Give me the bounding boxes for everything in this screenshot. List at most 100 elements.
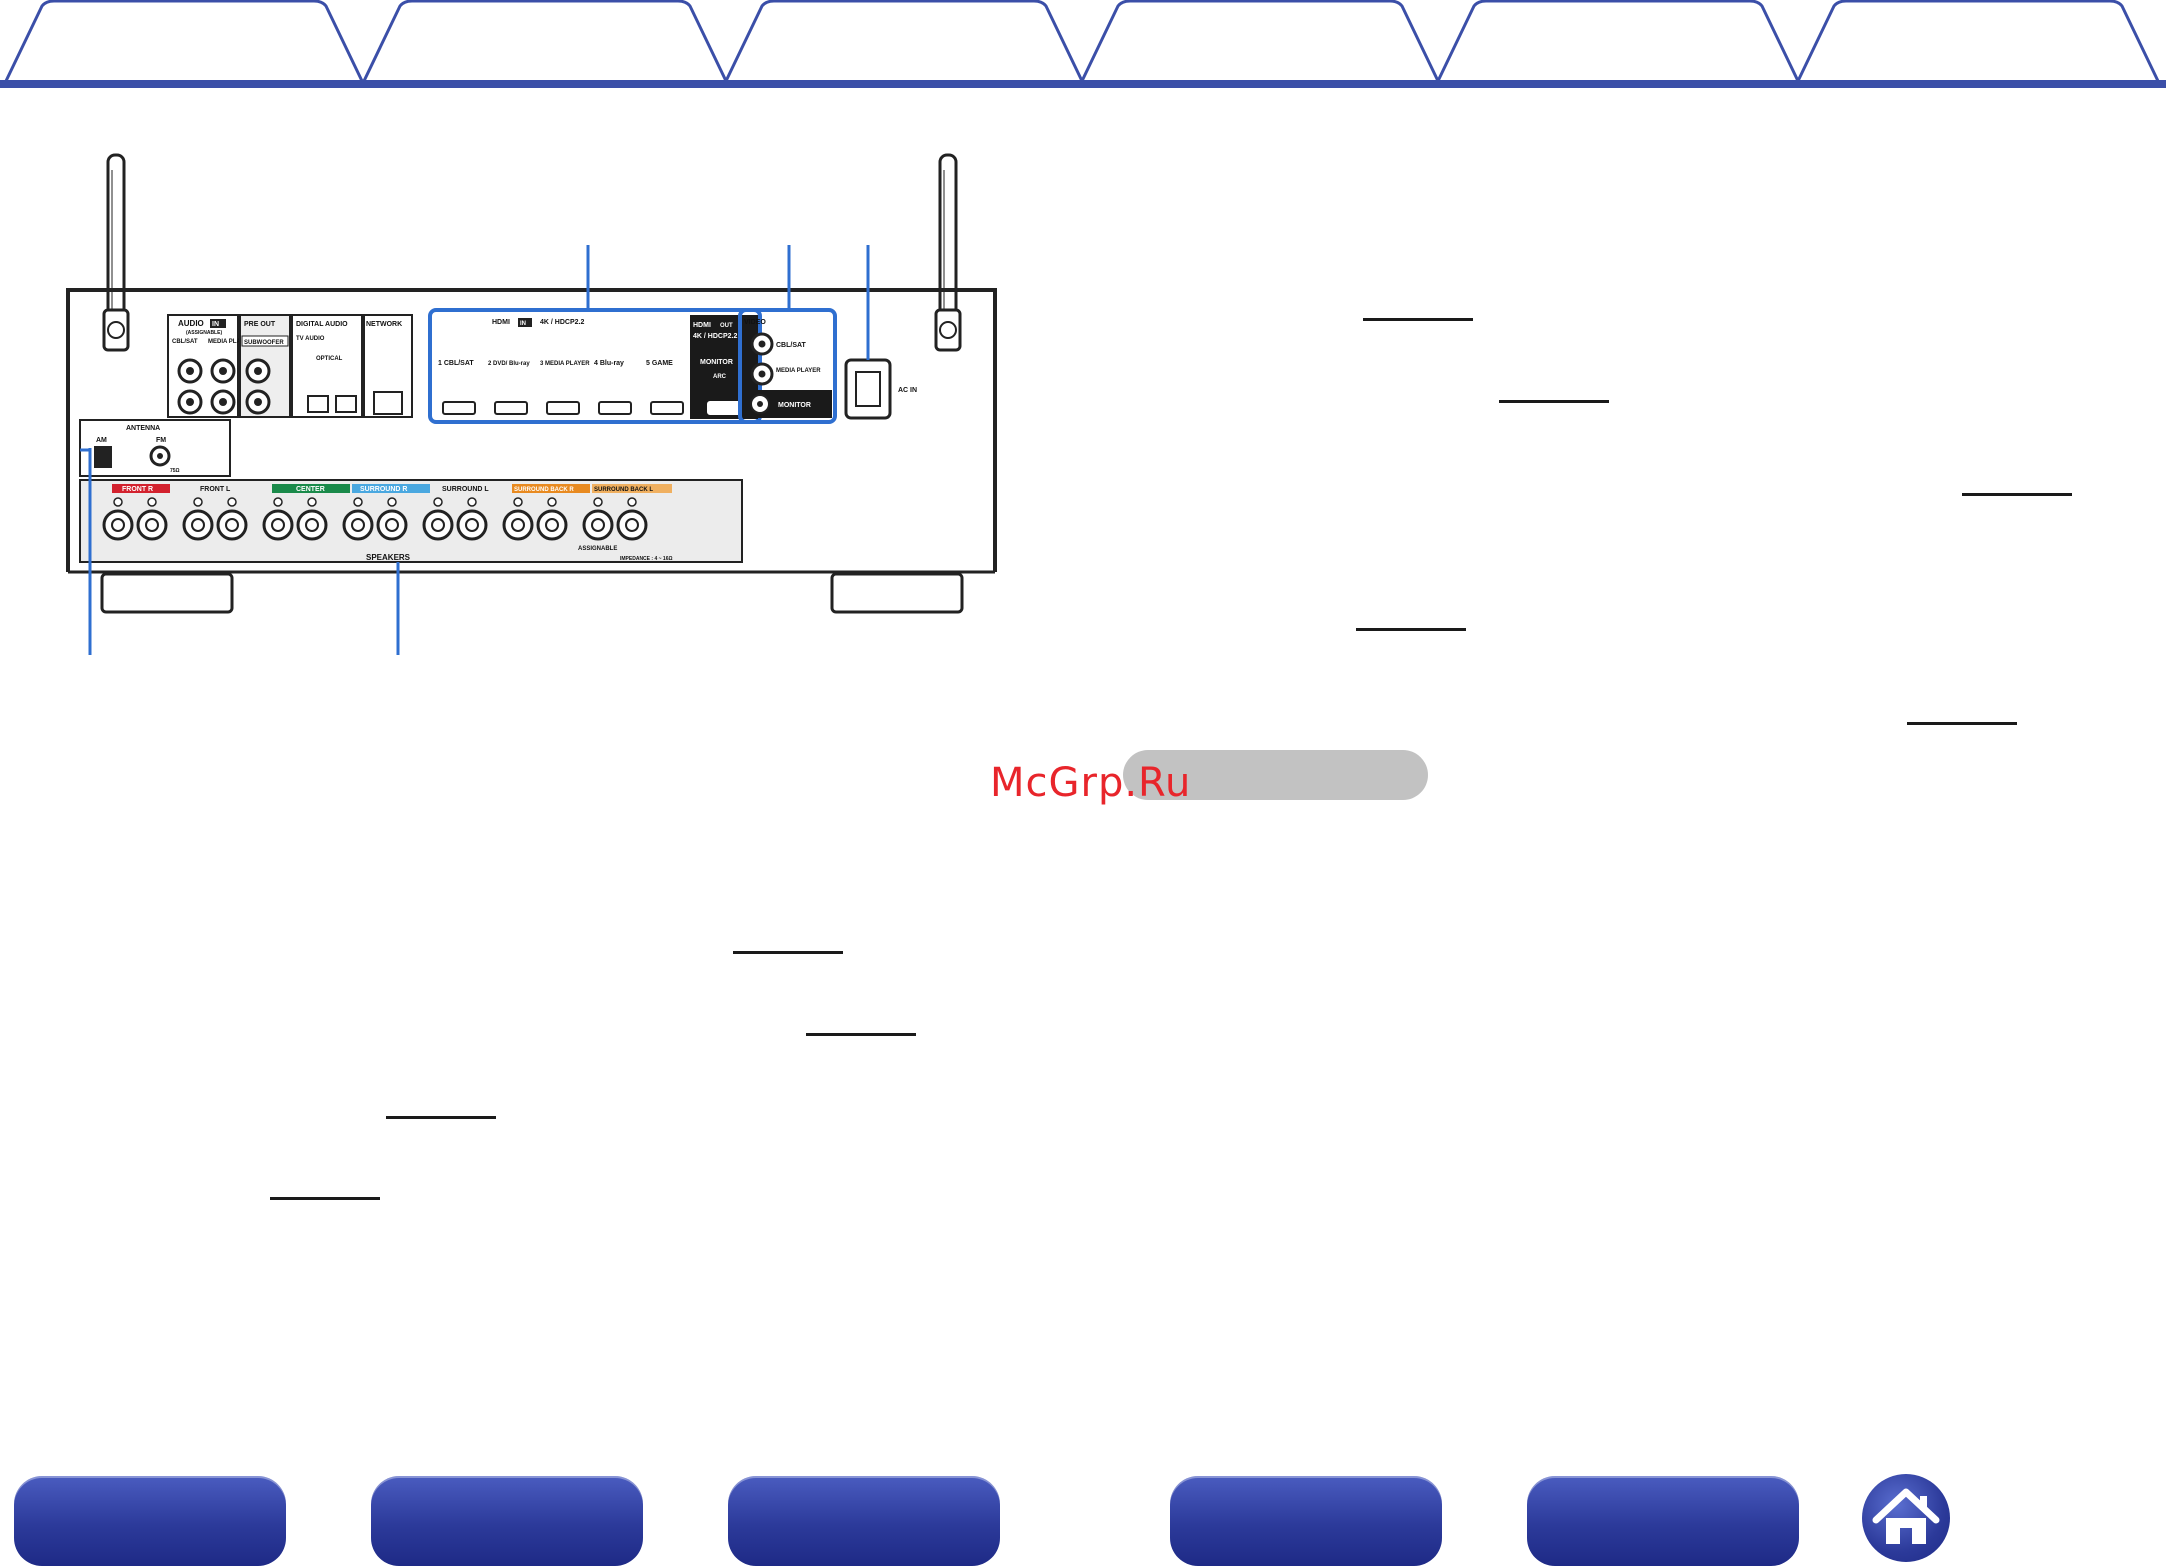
svg-text:1 CBL/SAT: 1 CBL/SAT — [438, 360, 474, 367]
tab-2[interactable] — [362, 0, 728, 82]
svg-text:IN: IN — [520, 321, 526, 327]
speaker-binding-post-core — [385, 518, 399, 532]
link-underline-4[interactable] — [1356, 628, 1466, 631]
svg-text:2 DVD/ Blu-ray: 2 DVD/ Blu-ray — [488, 361, 530, 367]
svg-text:4K / HDCP2.2: 4K / HDCP2.2 — [693, 333, 737, 340]
svg-text:AC IN: AC IN — [898, 387, 917, 394]
home-icon — [1872, 1488, 1940, 1544]
terminal-polarity-mark — [147, 497, 157, 507]
speaker-binding-post-core — [225, 518, 239, 532]
home-button[interactable] — [1862, 1474, 1950, 1562]
svg-text:CBL/SAT: CBL/SAT — [776, 342, 807, 349]
audio-in-label: AUDIO — [178, 319, 204, 328]
terminal-polarity-mark — [353, 497, 363, 507]
svg-text:4 Blu-ray: 4 Blu-ray — [594, 360, 624, 367]
nav-button-5[interactable] — [1527, 1476, 1799, 1566]
terminal-polarity-mark — [627, 497, 637, 507]
gray-pill — [1123, 750, 1428, 800]
terminal-polarity-mark — [113, 497, 123, 507]
terminal-polarity-mark — [193, 497, 203, 507]
svg-text:ASSIGNABLE: ASSIGNABLE — [578, 546, 617, 552]
speaker-terminals — [102, 497, 648, 541]
tab-4[interactable] — [1080, 0, 1440, 82]
svg-text:AM: AM — [96, 437, 107, 444]
svg-text:4K / HDCP2.2: 4K / HDCP2.2 — [540, 319, 584, 326]
terminal-polarity-mark — [547, 497, 557, 507]
svg-text:HDMI: HDMI — [492, 319, 510, 326]
speaker-binding-post-core — [271, 518, 285, 532]
link-underline-9[interactable] — [270, 1197, 380, 1200]
svg-text:OUT: OUT — [720, 323, 733, 329]
svg-text:SURROUND BACK L: SURROUND BACK L — [594, 487, 653, 493]
tab-5[interactable] — [1436, 0, 1800, 82]
link-underline-2[interactable] — [1499, 400, 1609, 403]
svg-text:MEDIA PLAYER: MEDIA PLAYER — [208, 339, 253, 345]
svg-text:FRONT L: FRONT L — [200, 486, 231, 493]
speaker-binding-post-core — [351, 518, 365, 532]
terminal-polarity-mark — [227, 497, 237, 507]
antenna-left — [102, 153, 130, 352]
svg-text:5 GAME: 5 GAME — [646, 360, 673, 367]
tab-1[interactable] — [4, 0, 364, 82]
antenna-right — [934, 153, 962, 352]
link-underline-7[interactable] — [806, 1033, 916, 1036]
svg-text:ARC: ARC — [713, 374, 727, 380]
link-underline-1[interactable] — [1363, 318, 1473, 321]
terminal-polarity-mark — [273, 497, 283, 507]
svg-text:SURROUND BACK R: SURROUND BACK R — [514, 487, 574, 493]
svg-text:3 MEDIA PLAYER: 3 MEDIA PLAYER — [540, 361, 590, 367]
svg-text:PRE OUT: PRE OUT — [244, 321, 276, 328]
nav-button-2[interactable] — [371, 1476, 643, 1566]
terminal-polarity-mark — [593, 497, 603, 507]
speaker-binding-post-core — [591, 518, 605, 532]
speaker-binding-post-core — [625, 518, 639, 532]
link-underline-8[interactable] — [386, 1116, 496, 1119]
svg-text:SURROUND L: SURROUND L — [442, 486, 489, 493]
terminal-polarity-mark — [467, 497, 477, 507]
svg-text:(ASSIGNABLE): (ASSIGNABLE) — [186, 330, 222, 336]
speaker-binding-post-core — [511, 518, 525, 532]
svg-text:OPTICAL: OPTICAL — [316, 356, 343, 362]
tab-3[interactable] — [724, 0, 1084, 82]
svg-text:MONITOR: MONITOR — [700, 359, 733, 366]
svg-text:DIGITAL AUDIO: DIGITAL AUDIO — [296, 321, 348, 328]
svg-text:VIDEO: VIDEO — [744, 319, 766, 326]
speaker-binding-post-core — [545, 518, 559, 532]
svg-text:TV AUDIO: TV AUDIO — [296, 336, 325, 342]
nav-button-4[interactable] — [1170, 1476, 1442, 1566]
tab-6[interactable] — [1796, 0, 2160, 82]
nav-button-1[interactable] — [14, 1476, 286, 1566]
svg-text:NETWORK: NETWORK — [366, 321, 402, 328]
link-underline-6[interactable] — [733, 951, 843, 954]
top-tab-bar — [0, 0, 2166, 90]
svg-text:CENTER: CENTER — [296, 486, 325, 493]
svg-text:SURROUND R: SURROUND R — [360, 486, 407, 493]
svg-text:HDMI: HDMI — [693, 322, 711, 329]
terminal-polarity-mark — [513, 497, 523, 507]
speaker-binding-post-core — [191, 518, 205, 532]
tab-underline — [0, 80, 2166, 88]
nav-button-3[interactable] — [728, 1476, 1000, 1566]
svg-text:MONITOR: MONITOR — [778, 402, 811, 409]
svg-text:FRONT R: FRONT R — [122, 486, 153, 493]
speaker-binding-post-core — [305, 518, 319, 532]
speaker-binding-post-core — [465, 518, 479, 532]
speaker-binding-post-core — [431, 518, 445, 532]
terminal-polarity-mark — [307, 497, 317, 507]
terminal-polarity-mark — [433, 497, 443, 507]
svg-text:SUBWOOFER: SUBWOOFER — [244, 340, 284, 346]
speaker-binding-post-core — [111, 518, 125, 532]
svg-text:IN: IN — [212, 321, 219, 328]
link-underline-3[interactable] — [1962, 493, 2072, 496]
terminal-polarity-mark — [387, 497, 397, 507]
link-underline-5[interactable] — [1907, 722, 2017, 725]
svg-text:ANTENNA: ANTENNA — [126, 425, 160, 432]
svg-text:FM: FM — [156, 437, 166, 444]
rear-panel-illustration: AUDIO IN (ASSIGNABLE) CBL/SAT MEDIA PLAY… — [60, 140, 1000, 660]
svg-text:75Ω: 75Ω — [170, 468, 180, 474]
svg-text:MEDIA PLAYER: MEDIA PLAYER — [776, 368, 821, 374]
svg-text:CBL/SAT: CBL/SAT — [172, 339, 198, 345]
speaker-binding-post-core — [145, 518, 159, 532]
watermark-text: McGrp.Ru — [990, 760, 1192, 806]
svg-text:SPEAKERS: SPEAKERS — [366, 553, 411, 562]
